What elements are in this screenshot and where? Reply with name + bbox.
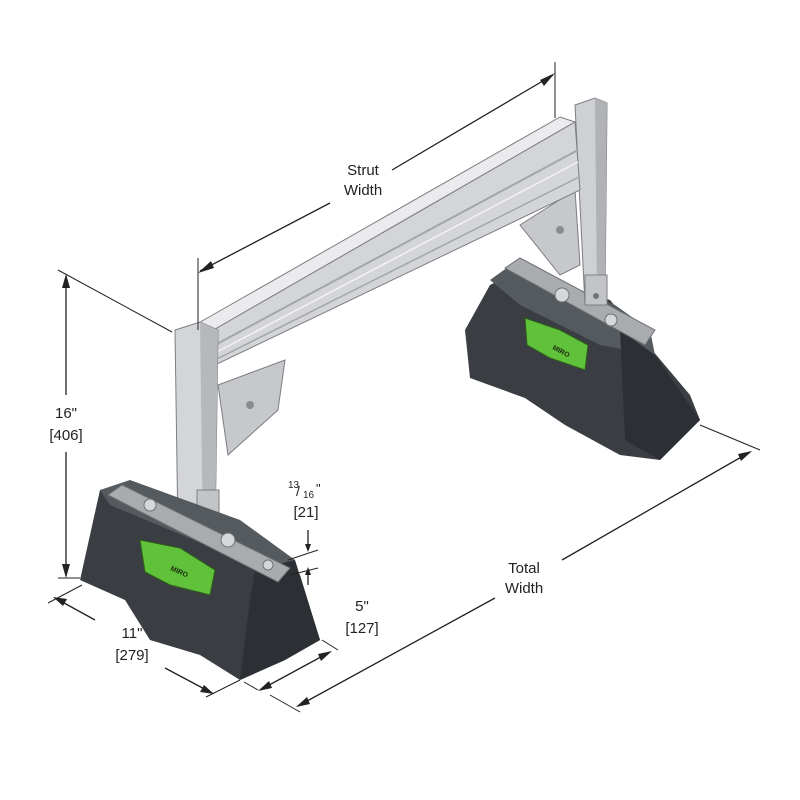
horizontal-strut	[193, 116, 581, 366]
front-left-base: MIRO	[80, 480, 320, 680]
clearance-dimension: 13 / 16 " [21]	[287, 480, 321, 585]
back-post	[519, 97, 618, 327]
strut-width-dimension: Strut Width	[197, 62, 556, 330]
total-width-label-line2: Width	[505, 580, 543, 597]
clearance-slash: /	[296, 483, 300, 499]
clearance-inch-mark: "	[316, 481, 321, 496]
total-width-label-line1: Total	[508, 560, 540, 577]
clearance-mm-label: [21]	[293, 504, 318, 521]
base-depth-mm-label: [279]	[115, 647, 148, 664]
height-dimension: 16" [406]	[49, 269, 173, 579]
strut-width-label-line2: Width	[344, 182, 382, 199]
base-width-inches-label: 5"	[355, 598, 369, 615]
strut-width-label-line1: Strut	[347, 162, 380, 179]
height-mm-label: [406]	[49, 427, 82, 444]
clearance-numerator: 13	[288, 480, 300, 491]
height-inches-label: 16"	[55, 405, 77, 422]
base-depth-inches-label: 11"	[122, 625, 143, 642]
total-width-dimension: Total Width	[269, 424, 761, 713]
base-width-dimension: 5" [127]	[243, 598, 379, 691]
base-depth-dimension: 11" [279]	[47, 584, 241, 698]
base-width-mm-label: [127]	[345, 620, 378, 637]
front-post	[174, 321, 286, 546]
clearance-denominator: 16	[303, 490, 315, 501]
back-right-base: MIRO	[465, 257, 700, 460]
